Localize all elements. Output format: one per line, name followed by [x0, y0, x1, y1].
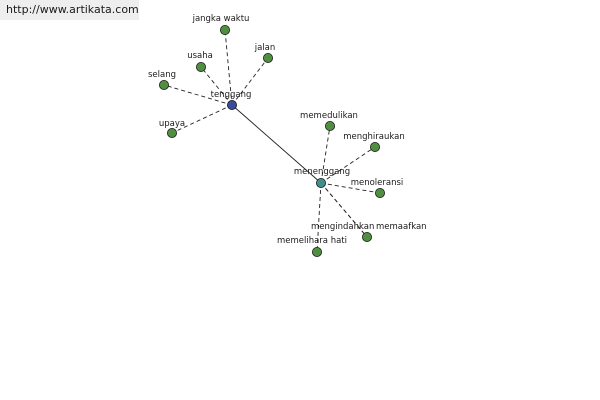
edge-menenggang-memaafkan	[320, 182, 368, 238]
node-menenggang[interactable]	[315, 177, 326, 188]
edge-tenggang-jangka-waktu	[224, 29, 233, 106]
node-memelihara-hati[interactable]	[311, 246, 322, 257]
label-jangka-waktu: jangka waktu	[192, 14, 250, 24]
edge-tenggang-jalan	[231, 57, 269, 106]
node-upaya[interactable]	[166, 127, 177, 138]
node-usaha[interactable]	[195, 62, 206, 73]
edge-tenggang-usaha	[200, 66, 233, 106]
label-memedulikan: memedulikan	[300, 111, 358, 121]
label-menenggang: menenggang	[294, 167, 350, 177]
label-tenggang: tenggang	[211, 90, 252, 100]
edge-tenggang-selang	[163, 84, 233, 106]
label-menoleransi: menoleransi	[351, 178, 404, 188]
nodes-layer	[158, 24, 385, 257]
node-jangka-waktu[interactable]	[219, 24, 230, 35]
node-tenggang[interactable]	[226, 100, 237, 111]
label-menghiraukan: menghiraukan	[343, 132, 405, 142]
node-menoleransi[interactable]	[374, 187, 385, 198]
edge-hub-link	[231, 104, 322, 184]
label-memaafkan: memaafkan	[376, 222, 427, 232]
edge-menenggang-menghiraukan	[320, 146, 376, 184]
watermark-url: http://www.artikata.com	[0, 0, 139, 20]
label-selang: selang	[148, 70, 176, 80]
node-selang[interactable]	[158, 80, 169, 91]
label-memelihara-hati: memelihara hati	[277, 236, 347, 246]
node-memedulikan[interactable]	[324, 121, 335, 132]
labels-layer: jangka waktu usaha jalan selang upaya memedul…	[148, 14, 427, 246]
node-menghiraukan[interactable]	[369, 141, 380, 152]
label-jalan: jalan	[254, 43, 276, 53]
edge-menenggang-menoleransi	[320, 182, 381, 194]
edge-menenggang-memedulikan	[320, 125, 331, 184]
edges-layer	[163, 29, 381, 253]
node-mengindahkan[interactable]	[361, 231, 372, 242]
label-usaha: usaha	[187, 51, 213, 61]
node-jalan[interactable]	[262, 53, 273, 64]
label-upaya: upaya	[159, 119, 185, 129]
edge-menenggang-memelihara-hati	[316, 182, 322, 253]
label-mengindahkan: mengindahkan	[311, 222, 374, 232]
